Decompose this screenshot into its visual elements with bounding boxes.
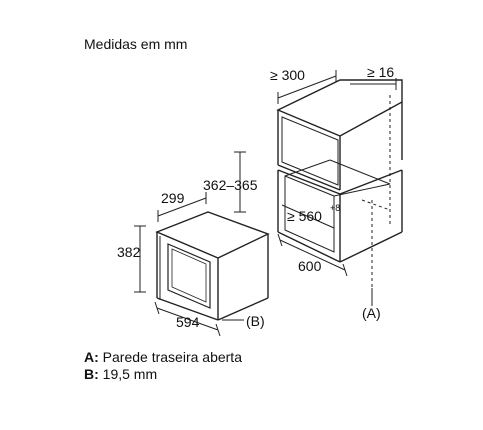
cabinet-drawing — [276, 79, 403, 288]
dim-niche-top-gap: ≥ 16 — [367, 64, 394, 80]
legend-item-a: A: Parede traseira aberta — [84, 349, 242, 366]
dim-niche-depth: ≥ 300 — [270, 67, 305, 83]
legend-item-b: B: 19,5 mm — [84, 366, 157, 383]
page-title: Medidas em mm — [84, 36, 188, 52]
legend-key: B: — [84, 366, 99, 382]
dim-niche-width: 600 — [298, 258, 322, 274]
dim-niche-height: 362–365 — [203, 177, 258, 193]
marker-b: (B) — [246, 313, 265, 329]
dim-niche-inner-width: ≥ 560 — [287, 208, 322, 224]
oven-drawing — [155, 211, 270, 321]
legend-key: A: — [84, 349, 99, 365]
dim-oven-height: 382 — [117, 244, 141, 260]
oven-dimension-lines — [134, 192, 244, 337]
dim-oven-depth: 299 — [161, 190, 185, 206]
dim-oven-width: 594 — [176, 314, 200, 330]
legend-text: 19,5 mm — [102, 366, 158, 382]
marker-a: (A) — [362, 305, 381, 321]
cabinet-dimension-lines — [234, 70, 397, 277]
legend-text: Parede traseira aberta — [102, 349, 242, 365]
dim-niche-inner-width-tolerance: +8 — [330, 203, 340, 213]
